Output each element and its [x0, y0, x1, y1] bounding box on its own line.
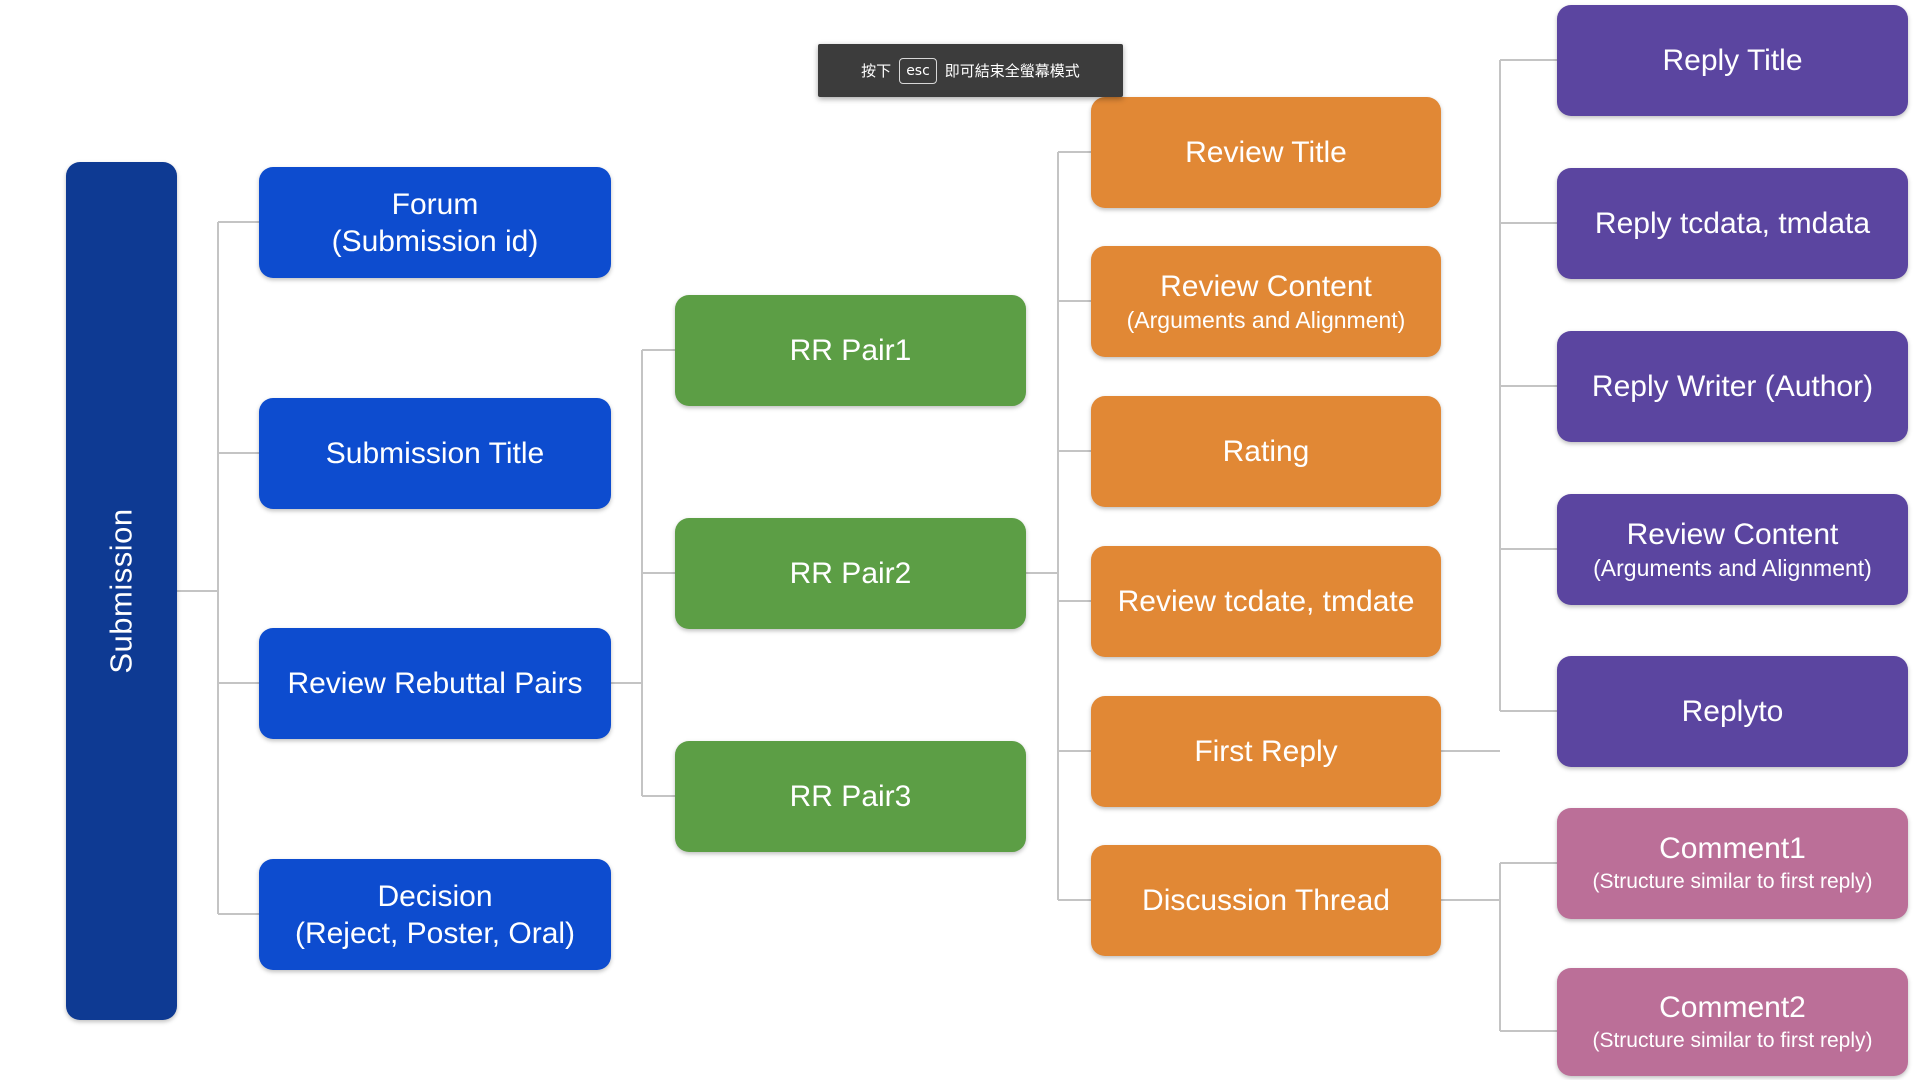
reply-writer-node: Reply Writer (Author) — [1557, 331, 1908, 442]
replyto-label: Replyto — [1681, 695, 1784, 728]
fullscreen-exit-toast: 按下 esc 即可結束全螢幕模式 — [818, 44, 1123, 97]
comment1-node: Comment1 (Structure similar to first rep… — [1557, 808, 1908, 919]
review-rebuttal-pairs-label: Review Rebuttal Pairs — [287, 667, 583, 700]
rr-pair2-node: RR Pair2 — [675, 518, 1026, 629]
review-title-node: Review Title — [1091, 97, 1441, 208]
review-content-label: Review Content — [1160, 270, 1372, 303]
rr-pair3-label: RR Pair3 — [789, 780, 912, 813]
forum-label: Forum — [391, 187, 479, 221]
review-dates-node: Review tcdate, tmdate — [1091, 546, 1441, 657]
reply-dates-label: Reply tcdata, tmdata — [1594, 207, 1871, 240]
submission-node: Submission — [66, 162, 177, 1020]
connector-rr-pair2 — [1026, 151, 1091, 901]
forum-sublabel: (Submission id) — [331, 224, 539, 258]
first-reply-label: First Reply — [1194, 735, 1338, 768]
toast-prefix: 按下 — [861, 62, 892, 80]
submission-title-node: Submission Title — [259, 398, 611, 509]
comment1-sublabel: (Structure similar to first reply) — [1592, 870, 1873, 893]
decision-sublabel: (Reject, Poster, Oral) — [294, 916, 576, 950]
replyto-node: Replyto — [1557, 656, 1908, 767]
reply-review-content-label: Review Content — [1626, 518, 1839, 551]
connector-discussion-thread — [1441, 862, 1557, 1032]
discussion-thread-label: Discussion Thread — [1142, 884, 1390, 917]
reply-writer-label: Reply Writer (Author) — [1591, 370, 1874, 403]
review-content-sublabel: (Arguments and Alignment) — [1126, 307, 1406, 333]
discussion-thread-node: Discussion Thread — [1091, 845, 1441, 956]
review-dates-label: Review tcdate, tmdate — [1117, 585, 1415, 618]
reply-title-node: Reply Title — [1557, 5, 1908, 116]
comment2-sublabel: (Structure similar to first reply) — [1592, 1028, 1873, 1052]
esc-key-badge: esc — [899, 57, 937, 84]
decision-node: Decision (Reject, Poster, Oral) — [259, 859, 611, 970]
rr-pair1-label: RR Pair1 — [789, 334, 912, 367]
submission-title-label: Submission Title — [325, 437, 545, 470]
rating-label: Rating — [1222, 435, 1310, 468]
rr-pair2-label: RR Pair2 — [789, 557, 912, 590]
reply-review-content-node: Review Content (Arguments and Alignment) — [1557, 494, 1908, 605]
review-title-label: Review Title — [1185, 136, 1347, 169]
reply-review-content-sublabel: (Arguments and Alignment) — [1593, 555, 1872, 581]
connector-first-reply — [1441, 59, 1557, 752]
submission-label: Submission — [103, 508, 139, 674]
first-reply-node: First Reply — [1091, 696, 1441, 807]
connector-rr-pairs — [611, 349, 675, 797]
reply-dates-node: Reply tcdata, tmdata — [1557, 168, 1908, 279]
review-rebuttal-pairs-node: Review Rebuttal Pairs — [259, 628, 611, 739]
comment1-label: Comment1 — [1659, 832, 1806, 865]
rr-pair1-node: RR Pair1 — [675, 295, 1026, 406]
comment2-node: Comment2 (Structure similar to first rep… — [1557, 968, 1908, 1076]
reply-title-label: Reply Title — [1662, 44, 1803, 77]
comment2-label: Comment2 — [1659, 990, 1806, 1024]
forum-node: Forum (Submission id) — [259, 167, 611, 278]
toast-suffix: 即可結束全螢幕模式 — [944, 62, 1080, 80]
rating-node: Rating — [1091, 396, 1441, 507]
decision-label: Decision — [377, 879, 493, 913]
review-content-node: Review Content (Arguments and Alignment) — [1091, 246, 1441, 357]
connector-submission — [177, 221, 259, 915]
rr-pair3-node: RR Pair3 — [675, 741, 1026, 852]
